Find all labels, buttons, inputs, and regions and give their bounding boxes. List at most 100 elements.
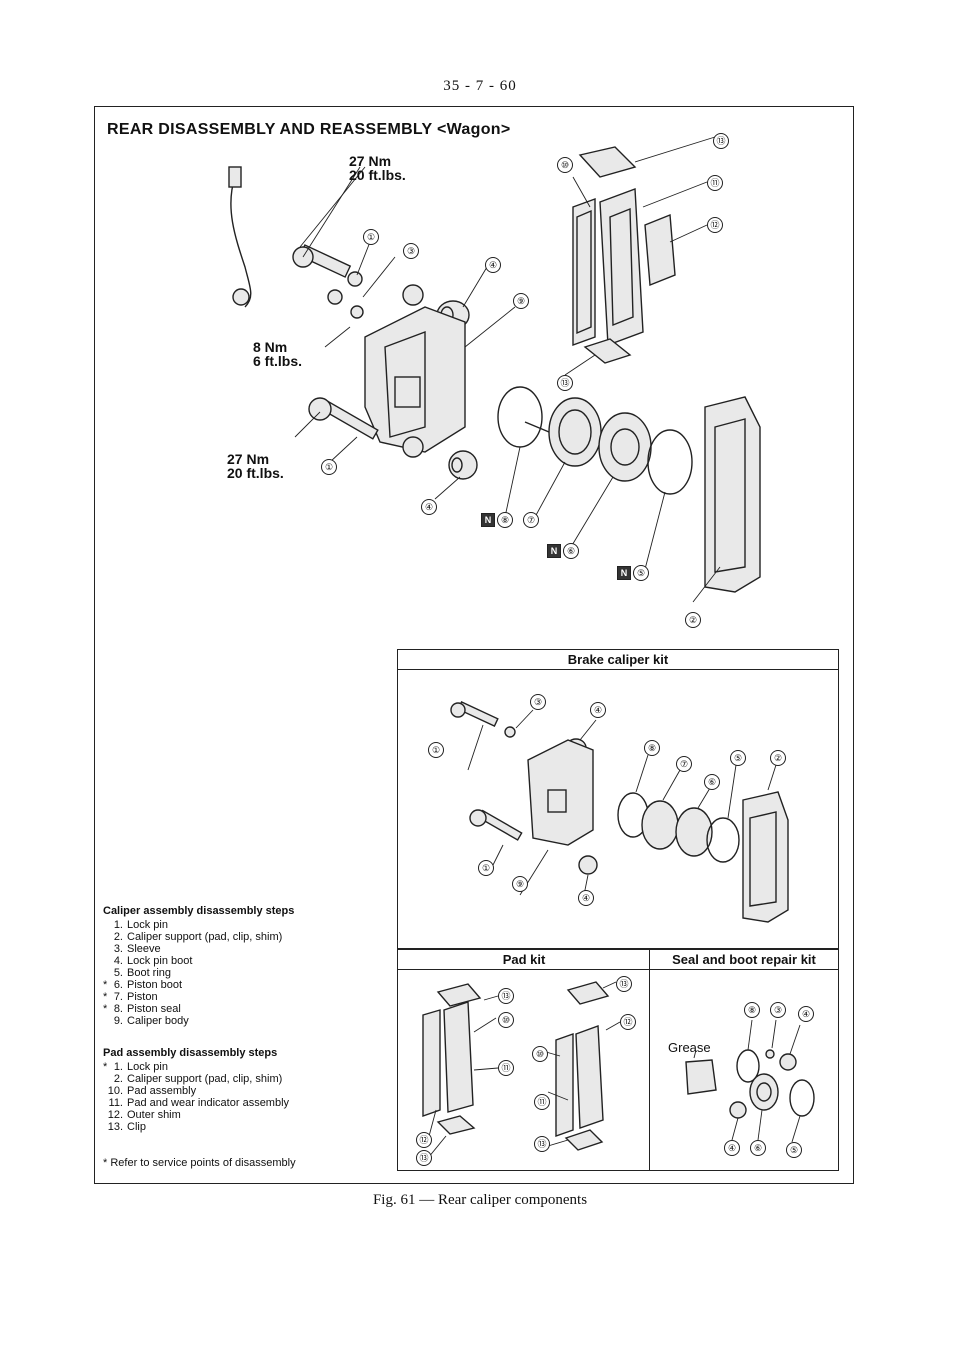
- seal-callout-5: ⑤: [786, 1142, 802, 1158]
- step-star: *: [103, 1003, 108, 1015]
- heading-variant: <Wagon>: [436, 121, 511, 138]
- step-number: 13.: [107, 1121, 123, 1133]
- callout-3: ③: [403, 243, 419, 259]
- caliper-step: * 7. Piston: [103, 991, 294, 1003]
- kit-caliper-body: [527, 739, 594, 846]
- caliper-steps: Caliper assembly disassembly steps 1.Loc…: [103, 905, 294, 1027]
- small-sleeve: [765, 1049, 775, 1059]
- pad-kit-drawing: [422, 981, 621, 1159]
- seal-callout-6: ⑥: [750, 1140, 766, 1156]
- callout-9: ⑨: [513, 293, 529, 309]
- caliper-step: 4.Lock pin boot: [103, 955, 294, 967]
- step-number: 6.: [113, 979, 123, 991]
- callout-13-upper: ⑬: [713, 133, 729, 149]
- kit-boot-ring: [706, 817, 740, 863]
- pad-callout-13-c: ⑬: [616, 976, 632, 992]
- caliper-step: 1. Lock pin: [103, 919, 294, 931]
- brake-hose: [230, 176, 252, 308]
- boot-ring-kit: [789, 1079, 815, 1117]
- seal-callout-8: ⑧: [744, 1002, 760, 1018]
- step-text: Piston seal: [127, 1003, 181, 1015]
- step-text: Pad and wear indicator assembly: [127, 1097, 290, 1109]
- step-number: 10.: [107, 1085, 123, 1097]
- pad-assembly: [572, 188, 644, 346]
- kit-callout-4: ④: [590, 702, 606, 718]
- seal-boot-kit-box: Seal and boot repair kit Grease ⑧ ③ ④ ④ …: [649, 949, 839, 1171]
- piston-boot: [598, 412, 652, 482]
- brake-caliper-kit-box: Brake caliper kit ③ ④ ① ⑧ ⑦ ⑥ ⑤ ② ① ⑨ ④: [397, 649, 839, 949]
- step-star: *: [103, 991, 108, 1003]
- kit-sleeve: [504, 726, 516, 738]
- pad-step: 12.Outer shim: [103, 1109, 289, 1121]
- step-text: Lock pin: [127, 1061, 168, 1073]
- kit-lock-pin-2: [469, 809, 523, 841]
- kit-piston: [641, 800, 679, 850]
- kit-callout-5: ⑤: [730, 750, 746, 766]
- kit-boot-2: [578, 855, 598, 875]
- sleeve: [347, 271, 363, 287]
- step-number: 2.: [113, 1073, 123, 1085]
- pad-callout-12-b: ⑫: [620, 1014, 636, 1030]
- piston: [524, 397, 602, 467]
- exploded-caliper-diagram: [228, 136, 761, 603]
- seal-boot-kit-title: Seal and boot repair kit: [650, 950, 838, 970]
- piston-seal: [497, 386, 543, 448]
- pad-steps-list: *1.Lock pin 2.Caliper support (pad, clip…: [103, 1061, 289, 1133]
- pad-kit-pads-right: [555, 981, 610, 1151]
- step-number: 7.: [113, 991, 123, 1003]
- seal-callout-3: ③: [770, 1002, 786, 1018]
- pad-callout-13-b: ⑬: [416, 1150, 432, 1166]
- pad-kit-pads-left: [422, 983, 482, 1135]
- step-text: Caliper support (pad, clip, shim): [127, 1073, 283, 1085]
- step-number: 2.: [113, 931, 123, 943]
- lock-pin-lower: [308, 397, 379, 440]
- step-number: 11.: [108, 1097, 123, 1109]
- kit-callout-2: ②: [770, 750, 786, 766]
- torque-ftlbs: 20 ft.lbs.: [227, 465, 284, 481]
- pad-step: 13. Clip: [103, 1121, 289, 1133]
- brake-caliper-kit-drawing: [450, 700, 789, 923]
- callout-4-upper: ④: [485, 257, 501, 273]
- callout-12: ⑫: [707, 217, 723, 233]
- kit-caliper-support: [742, 791, 789, 923]
- step-star: *: [103, 1061, 108, 1073]
- pad-callout-11-a: ⑪: [498, 1060, 514, 1076]
- callout-5: ⑤: [633, 565, 649, 581]
- caliper-step: 2.Caliper support (pad, clip, shim): [103, 931, 294, 943]
- lock-pin-upper: [292, 244, 352, 278]
- clip-lower: [583, 338, 632, 364]
- step-number: 9.: [113, 1015, 123, 1027]
- pad-kit-box: Pad kit ⑬ ⑩ ⑪ ⑫ ⑬ ⑬ ⑫ ⑩ ⑪ ⑬: [397, 949, 651, 1171]
- callout-6: ⑥: [563, 543, 579, 559]
- pad-callout-12-a: ⑫: [416, 1132, 432, 1148]
- torque-bleeder: 8 Nm 6 ft.lbs.: [253, 340, 302, 368]
- kit-piston-boot: [675, 807, 713, 857]
- callout-11: ⑪: [707, 175, 723, 191]
- lock-pin-boot-lower: [448, 450, 478, 480]
- step-text: Piston: [127, 991, 158, 1003]
- step-number: 1.: [113, 919, 123, 931]
- caliper-body: [364, 284, 466, 458]
- torque-lock-pin-lower: 27 Nm 20 ft.lbs.: [227, 452, 284, 480]
- kit-callout-6: ⑥: [704, 774, 720, 790]
- caliper-step: 9.Caliper body: [103, 1015, 294, 1027]
- figure-frame: REAR DISASSEMBLY AND REASSEMBLY <Wagon>: [94, 106, 854, 1184]
- step-number: 12.: [107, 1109, 123, 1121]
- clip-upper: [578, 146, 637, 178]
- outer-shim: [644, 213, 676, 287]
- pad-step: 11. Pad and wear indicator assembly: [103, 1097, 290, 1109]
- n-mark-5: N: [617, 566, 631, 580]
- step-star: *: [103, 979, 108, 991]
- seal-callout-4-bottom: ④: [724, 1140, 740, 1156]
- step-number: 3.: [113, 943, 123, 955]
- torque-nm: 27 Nm: [349, 153, 392, 169]
- step-text: Clip: [127, 1121, 146, 1133]
- callout-4-lower: ④: [421, 499, 437, 515]
- step-text: Lock pin: [127, 919, 168, 931]
- page-number: 35 - 7 - 60: [443, 78, 517, 94]
- footnote: * Refer to service points of disassembly: [103, 1157, 296, 1169]
- pad-steps-title: Pad assembly disassembly steps: [103, 1047, 278, 1059]
- boot-ring: [647, 429, 693, 495]
- callout-13-lower: ⑬: [557, 375, 573, 391]
- callout-2: ②: [685, 612, 701, 628]
